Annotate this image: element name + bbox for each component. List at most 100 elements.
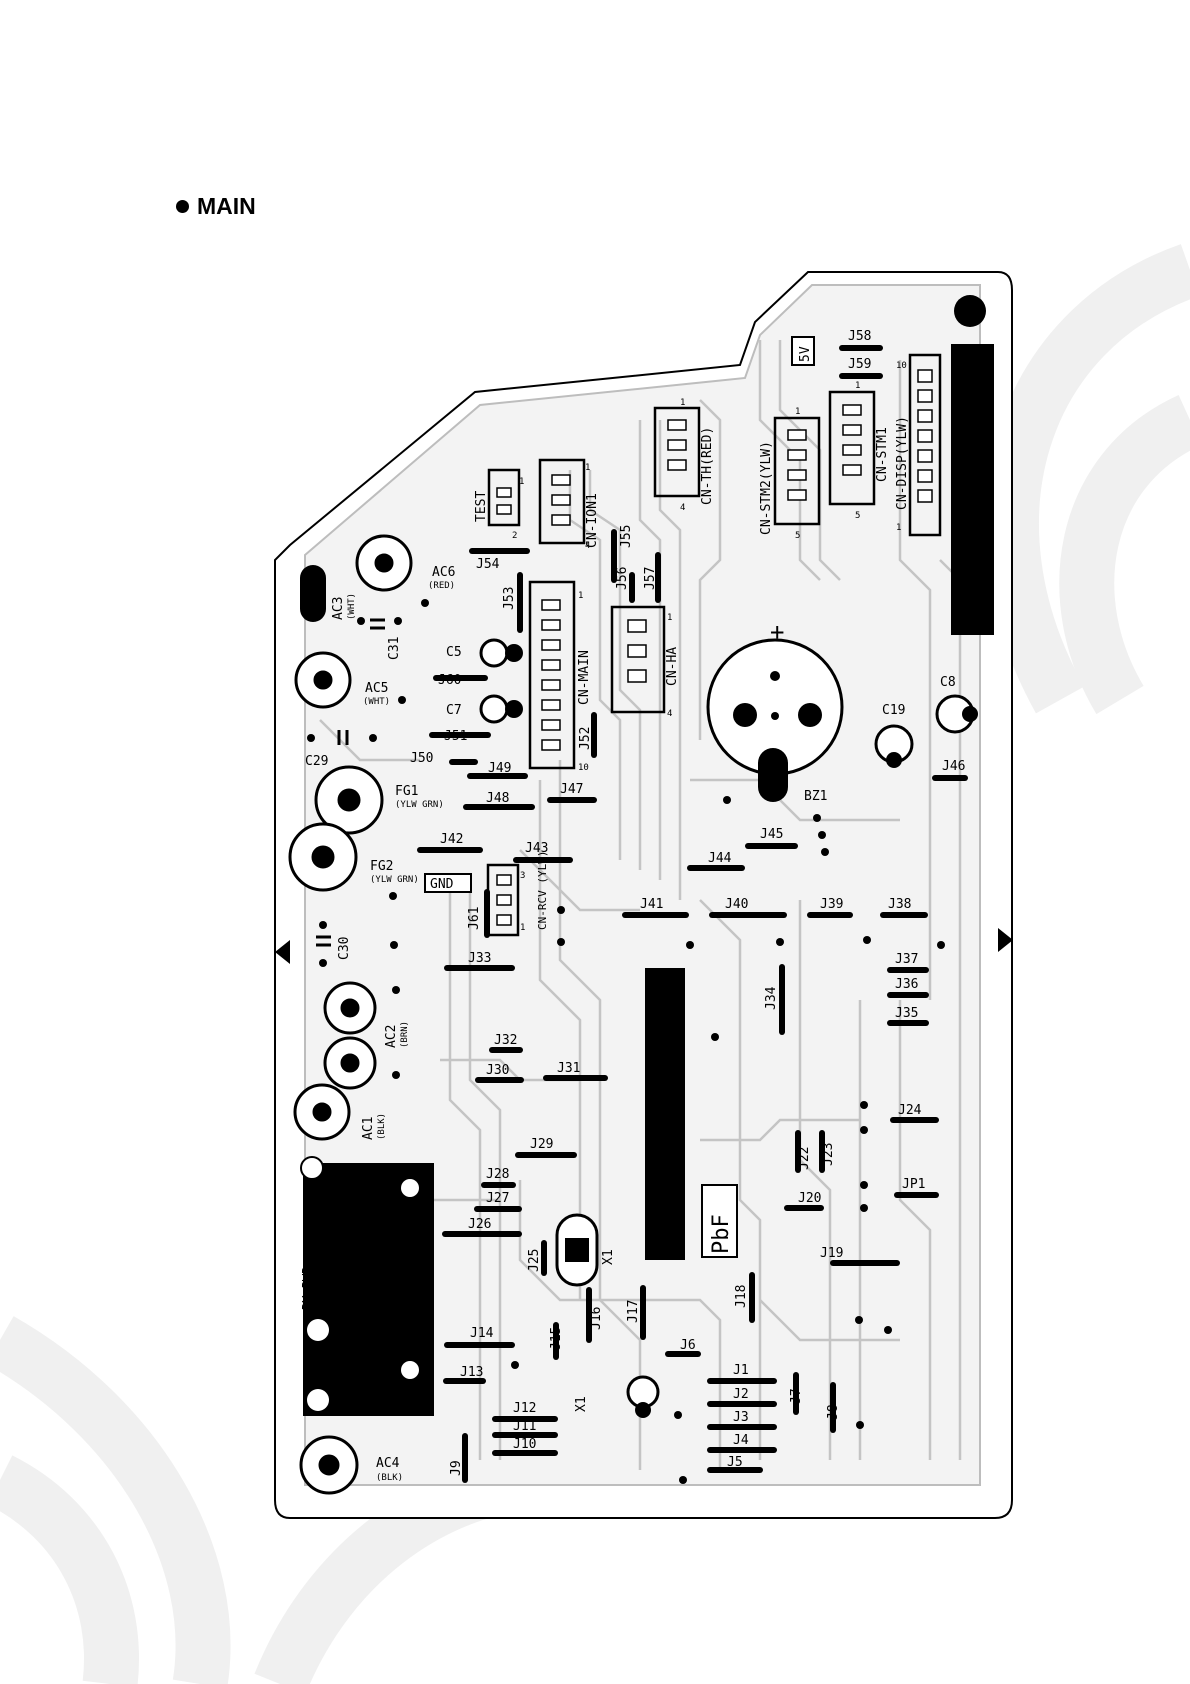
jumper-label: J34 [764, 986, 779, 1010]
cap-label-c31: C31 [387, 637, 402, 660]
connector-label-cn-th: CN-TH(RED) [700, 427, 715, 505]
crystal-label: X1 [601, 1249, 616, 1265]
jumper-label: J47 [560, 782, 583, 797]
jumper-label: J28 [486, 1167, 509, 1182]
terminal-sub-ac3: (WHT) [347, 593, 357, 620]
relay-label: RY-PWR [300, 1266, 314, 1310]
jumper-label: J29 [530, 1137, 553, 1152]
main-ic [645, 968, 685, 1260]
jumper-label: J22 [797, 1147, 812, 1170]
jumper-label: J1 [733, 1363, 749, 1378]
jumper-label: J14 [470, 1326, 494, 1341]
jumper-label: J2 [733, 1387, 749, 1402]
connector-pin-th-b: 4 [680, 503, 685, 513]
terminal-label-ac6: AC6 [432, 565, 455, 580]
jumper-label: J16 [589, 1307, 604, 1330]
jumper-label: J35 [895, 1006, 918, 1021]
connector-bodies [486, 353, 942, 937]
terminal-label-fg2: FG2 [370, 859, 393, 874]
fuse [300, 565, 326, 622]
jumper-label: J54 [476, 557, 500, 572]
jumper-label: J31 [557, 1061, 580, 1076]
connector-pin-stm1-a: 1 [855, 381, 860, 391]
jumper-label: J59 [848, 357, 871, 372]
jumper-label: J24 [898, 1103, 922, 1118]
connector-label-cn-stm1: CN-STM1 [875, 427, 890, 482]
terminal-sub-ac5: (WHT) [363, 697, 390, 707]
connector-pin-rcv-a: 3 [520, 871, 525, 881]
jumper-label: J36 [895, 977, 918, 992]
connector-pin-ha-b: 4 [667, 709, 672, 719]
jumper-label: J39 [820, 897, 843, 912]
jumper-label: J17 [626, 1300, 641, 1323]
terminal-label-ac4: AC4 [376, 1456, 400, 1471]
jumper-label: J12 [513, 1401, 536, 1416]
connector-pin-ha-a: 1 [667, 613, 672, 623]
jumper-label: J38 [888, 897, 911, 912]
jumper-label: J40 [725, 897, 748, 912]
terminal-label-ac5: AC5 [365, 681, 388, 696]
page-title: MAIN [176, 193, 256, 220]
jumper-label: J32 [494, 1033, 517, 1048]
connector-pin-stm2-a: 1 [795, 407, 800, 417]
connector-label-cn-main: CN-MAIN [577, 650, 592, 705]
jumper-label: J10 [513, 1437, 536, 1452]
connector-label-cn-disp: CN-DISP(YLW) [895, 416, 910, 510]
connector-pin-ion1-a: 1 [585, 463, 590, 473]
film-capacitors [316, 618, 385, 947]
cap-label-c30: C30 [337, 937, 352, 960]
connector-pin-stm1-b: 5 [855, 511, 860, 521]
connector-pins [496, 369, 933, 926]
marking-gnd: GND [430, 877, 454, 892]
relay-ry-pwr [303, 1163, 434, 1416]
buzzer-plus-mark: + [770, 618, 784, 646]
terminal-sub-fg2: (YLW GRN) [370, 875, 419, 885]
marking-5v: 5V [798, 346, 813, 362]
terminal-sub-fg1: (YLW GRN) [395, 800, 444, 810]
jumper-label: J51 [444, 729, 467, 744]
jumper-label: J11 [513, 1419, 536, 1434]
cap-label-c8: C19 [882, 703, 905, 718]
jumper-label: J37 [895, 952, 918, 967]
jumper-label: J58 [848, 329, 871, 344]
jumper-label: J46 [942, 759, 965, 774]
capacitor-pads [505, 644, 978, 1418]
buzzer-label: BZ1 [804, 789, 827, 804]
connector-pin-ion1-b: 4 [585, 541, 590, 551]
connector-pin-test-a: 1 [519, 477, 524, 487]
bullet-icon [176, 200, 189, 213]
connector-pin-disp-a: 10 [896, 361, 907, 371]
jumper-label: J60 [438, 673, 461, 688]
terminal-sub-ac6: (RED) [428, 581, 455, 591]
jumper-label: J52 [578, 727, 593, 750]
jumper-label: J19 [820, 1246, 843, 1261]
terminal-label-ac1: AC1 [361, 1117, 376, 1140]
jumper-labels: J58 J59 J54 J55 J56 J57 J53 J60 J51 J50 … [410, 329, 965, 1476]
terminal-sub-ac1: (BLK) [377, 1113, 387, 1140]
mounting-hole [954, 295, 986, 327]
left-marker-icon [275, 940, 290, 964]
copper-area [304, 284, 981, 1486]
cap-label-c29: C29 [305, 754, 328, 769]
jumper-label: J26 [468, 1217, 491, 1232]
jumper-label: J3 [733, 1410, 749, 1425]
terminal-sub-ac2: (BRN) [400, 1021, 410, 1048]
connector-label-cn-ion1: CN-ION1 [585, 493, 600, 548]
jumper-label: J44 [708, 851, 732, 866]
jumper-label: J6 [680, 1338, 696, 1353]
jumper-label: J61 [467, 907, 482, 930]
jumper-label: J4 [733, 1433, 749, 1448]
connector-pin-main-b: 10 [578, 763, 589, 773]
connector-pin-disp-b: 1 [896, 523, 901, 533]
jumper-label: J5 [727, 1455, 743, 1470]
jumper-label: J41 [640, 897, 663, 912]
terminal-label-ac3: AC3 [331, 597, 346, 620]
jumper-label: J9 [449, 1460, 464, 1476]
connector-label-cn-ha: CN-HA [665, 647, 680, 686]
connector-label-cn-rcv: CN-RCV (YLW) [536, 851, 549, 930]
cap-label-c6: C5 [446, 645, 462, 660]
terminal-pads [288, 534, 413, 1495]
cap-label-c5: C7 [446, 703, 462, 718]
jumper-label: J27 [486, 1191, 509, 1206]
